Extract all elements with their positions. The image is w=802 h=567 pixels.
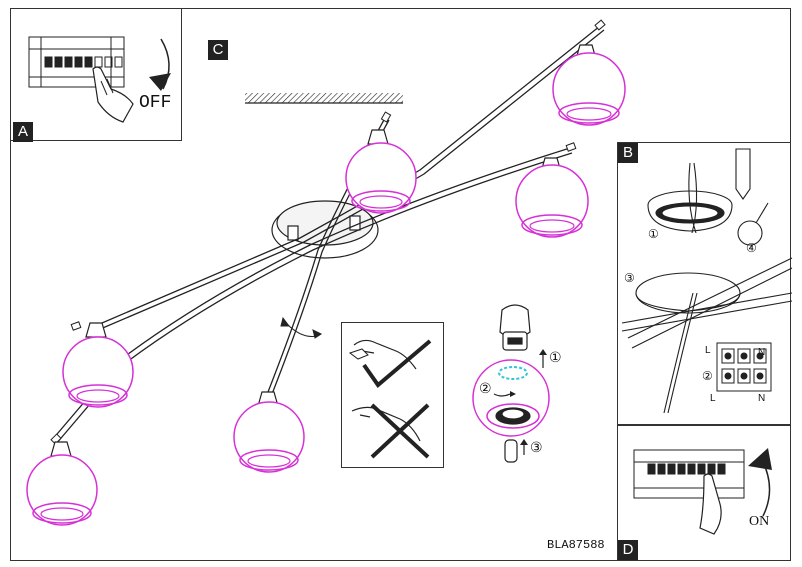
curved-arrow-icon: [748, 448, 772, 517]
shade-center-bottom: [233, 391, 305, 473]
panel-b-tag: B: [618, 143, 638, 163]
panel-d-tag: D: [618, 540, 638, 560]
curved-arrow-icon: [149, 38, 171, 91]
lamp-shades: [26, 44, 626, 526]
on-label: ON: [749, 514, 770, 529]
wiring-step-1: ①: [648, 227, 659, 241]
shade-right: [515, 157, 589, 238]
wiring-step-2: ②: [702, 369, 713, 383]
hand-icon: [699, 473, 722, 535]
terminal-block-icon: [716, 342, 772, 392]
shade-center-top: [345, 129, 417, 214]
bulb-icon: [499, 304, 531, 351]
hand-icon: [92, 66, 134, 123]
shade-left: [62, 322, 134, 408]
wiring-drawing: [621, 148, 793, 414]
panel-b: B L: [617, 142, 793, 425]
forbidden-cross-icon: [351, 403, 430, 459]
bulb-step-1: ①: [549, 350, 562, 366]
breaker-switch-icon: [28, 36, 125, 88]
off-label: OFF: [139, 93, 172, 113]
breaker-switch-icon: [633, 449, 745, 499]
wiring-step-3: ③: [624, 271, 635, 285]
rotate-arrow-icon: [280, 316, 322, 339]
model-code: BLA87588: [547, 538, 605, 552]
terminal-n-top: N: [758, 347, 766, 358]
panel-a: OFF A: [10, 8, 182, 142]
panel-a-tag: A: [13, 122, 33, 142]
socket-icon: [472, 359, 550, 437]
panel-c-tag: C: [208, 40, 228, 60]
shade-bottom-left: [26, 441, 98, 526]
wiring-step-4: ④: [746, 241, 757, 255]
panel-d: ON D: [617, 425, 791, 561]
shade-top-right: [552, 44, 626, 126]
terminal-l-bottom: L: [710, 393, 716, 404]
bulb-step-3: ③: [530, 440, 543, 456]
handling-box: [341, 322, 444, 468]
bulb-step-2: ②: [479, 381, 492, 397]
terminal-l-top: L: [705, 345, 711, 356]
allowed-check-icon: [348, 339, 432, 388]
terminal-n-bottom: N: [758, 393, 766, 404]
